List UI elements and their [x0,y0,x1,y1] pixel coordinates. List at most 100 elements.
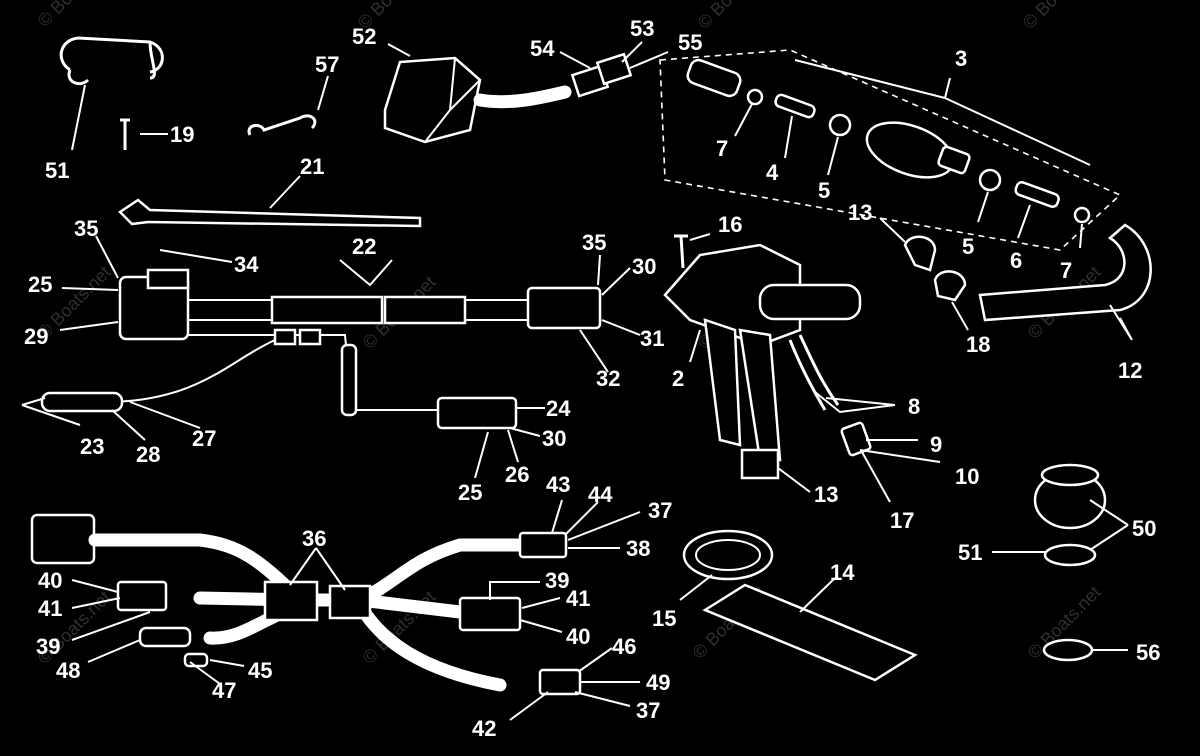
check-valve-part [774,93,816,119]
bracket-hose-part [758,283,862,321]
connector-31-part [526,286,602,330]
callout-50: 50 [1132,516,1156,541]
callout-3: 3 [955,46,967,71]
callout-26: 25 [458,480,482,505]
callout-40: 40 [566,624,590,649]
callout-14: 14 [830,560,855,585]
gasket-51-part [1043,543,1097,567]
callout-27: 26 [505,462,529,487]
connector-main-part [30,513,96,565]
callout-labels: 51 19 57 21 35 34 25 29 22 35 30 31 32 2… [24,16,1160,741]
fuel-hose-part [978,223,1152,322]
callout-52: 52 [352,24,376,49]
screw-16-part [674,234,688,269]
clamp-18-part [933,270,967,302]
callout-10: 10 [955,464,979,489]
bracket-leg-part [703,318,742,447]
callout-54: 54 [530,36,555,61]
callout-55: 55 [678,30,702,55]
callout-35b: 35 [582,230,606,255]
callout-32: 32 [596,366,620,391]
callout-48: 48 [56,658,80,683]
callout-30c: 30 [542,426,566,451]
callout-40b: 40 [38,568,62,593]
horn-lead-wire [473,85,572,109]
callout-17: 17 [890,508,914,533]
callout-43: 46 [612,634,636,659]
wire-sleeve3-part [340,343,358,417]
callout-45: 43 [546,472,570,497]
harness-branch-wire [188,334,440,411]
clip-part [247,114,317,136]
primer-bulb-box [659,49,1122,251]
terminal-23-part [40,391,124,413]
leader-lines [21,41,1133,721]
callout-49: 49 [646,670,670,695]
callout-4: 4 [766,160,779,185]
callout-24: 24 [546,396,571,421]
hose-fitting-part [686,58,742,98]
warning-horn-part [383,56,482,144]
harness-sleeve2-part [383,295,467,325]
harness-junction-part [263,580,319,622]
callout-30: 29 [24,324,48,349]
decal-part [702,583,918,682]
connector-24-part [436,396,518,430]
connector-41-part [458,596,522,632]
callout-16: 16 [718,212,742,237]
connector-40-part [116,580,168,612]
screw-part [120,118,130,150]
callout-9: 9 [930,432,942,457]
watermark: © Boats.net [694,0,775,33]
callout-13: 13 [848,200,872,225]
bracket-foot-part [740,448,780,480]
clamp-7-part [746,88,764,106]
callout-37b: 37 [636,698,660,723]
wire-clip-part [59,36,164,86]
connector-49-part [538,668,582,696]
callout-25: 25 [28,272,52,297]
callout-47: 47 [212,678,236,703]
callout-23: 23 [80,434,104,459]
callout-56: 56 [1136,640,1160,665]
callout-8: 8 [908,394,920,419]
callout-39b: 39 [36,634,60,659]
callout-57: 57 [315,52,339,77]
tie-strap-part [118,198,422,228]
callout-41b: 41 [38,596,62,621]
callout-29: 28 [136,442,160,467]
harness-branch-41-wire [353,593,467,619]
fitting-6-part [1014,181,1060,209]
callout-30b: 30 [632,254,656,279]
watermark: © Boats.net [34,0,115,31]
clamp-5-part [828,113,852,137]
callout-34: 34 [234,252,259,277]
terminal-9-part [840,421,872,457]
callout-5: 5 [818,178,830,203]
callout-35: 35 [74,216,98,241]
bracket-leg2-part [738,328,782,462]
hose-clamp-part [903,235,937,272]
callout-13b: 13 [814,482,838,507]
bulb-nipple-part [937,145,971,175]
connector-34-part [146,268,190,290]
callout-53: 53 [630,16,654,41]
callout-18: 18 [966,332,990,357]
watermark: © Boats.net [1019,0,1100,33]
harness-sleeve-part [270,295,384,325]
callout-7b: 7 [1060,258,1072,283]
callout-2: 2 [672,366,684,391]
callout-7: 7 [716,136,728,161]
terminal-48-part [138,626,192,648]
callout-20: 51 [45,158,69,183]
ground-lead-wire [109,339,276,403]
callout-39: 39 [545,568,569,593]
callout-5b: 5 [962,234,974,259]
callout-28: 27 [192,426,216,451]
harness-junction2-part [328,584,372,620]
callout-38: 38 [626,536,650,561]
wire-sleeve-part [273,328,297,346]
callout-15: 15 [652,606,676,631]
callout-31: 31 [640,326,664,351]
